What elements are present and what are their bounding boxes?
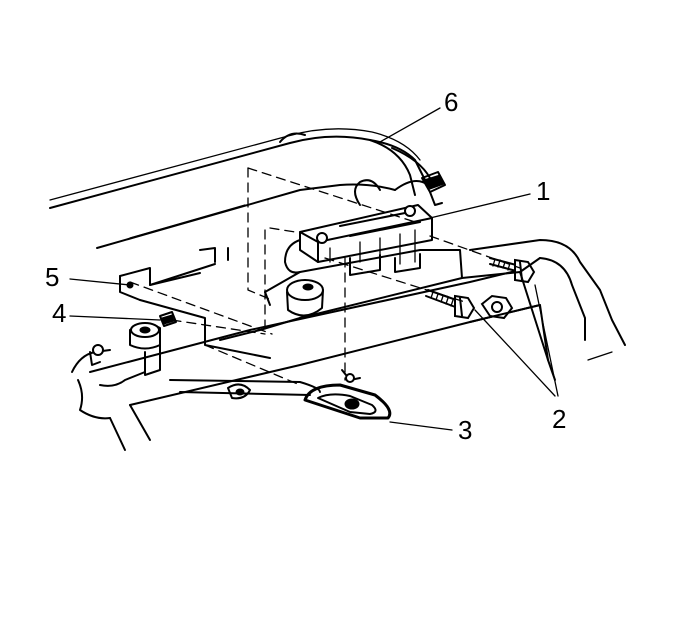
gasket bbox=[169, 369, 392, 420]
callout-5: 5 bbox=[45, 262, 59, 292]
leader-lines bbox=[69, 107, 559, 431]
left-fitting bbox=[129, 311, 177, 376]
callout-3: 3 bbox=[458, 415, 472, 445]
bracket bbox=[119, 247, 271, 359]
callout-1: 1 bbox=[536, 176, 550, 206]
callout-4: 4 bbox=[52, 298, 66, 328]
assembly-lines bbox=[129, 167, 521, 386]
port-cylinder bbox=[286, 279, 324, 317]
left-engine-block bbox=[71, 344, 151, 451]
lower-manifold bbox=[89, 239, 541, 406]
control-module bbox=[299, 204, 433, 276]
bolt-upper bbox=[489, 257, 536, 284]
bolt-lower bbox=[425, 289, 476, 320]
intake-manifold bbox=[49, 128, 431, 249]
callout-6: 6 bbox=[444, 87, 458, 117]
sensor-fitting bbox=[421, 171, 446, 206]
hex-nut bbox=[480, 294, 514, 320]
callout-2: 2 bbox=[552, 404, 566, 434]
